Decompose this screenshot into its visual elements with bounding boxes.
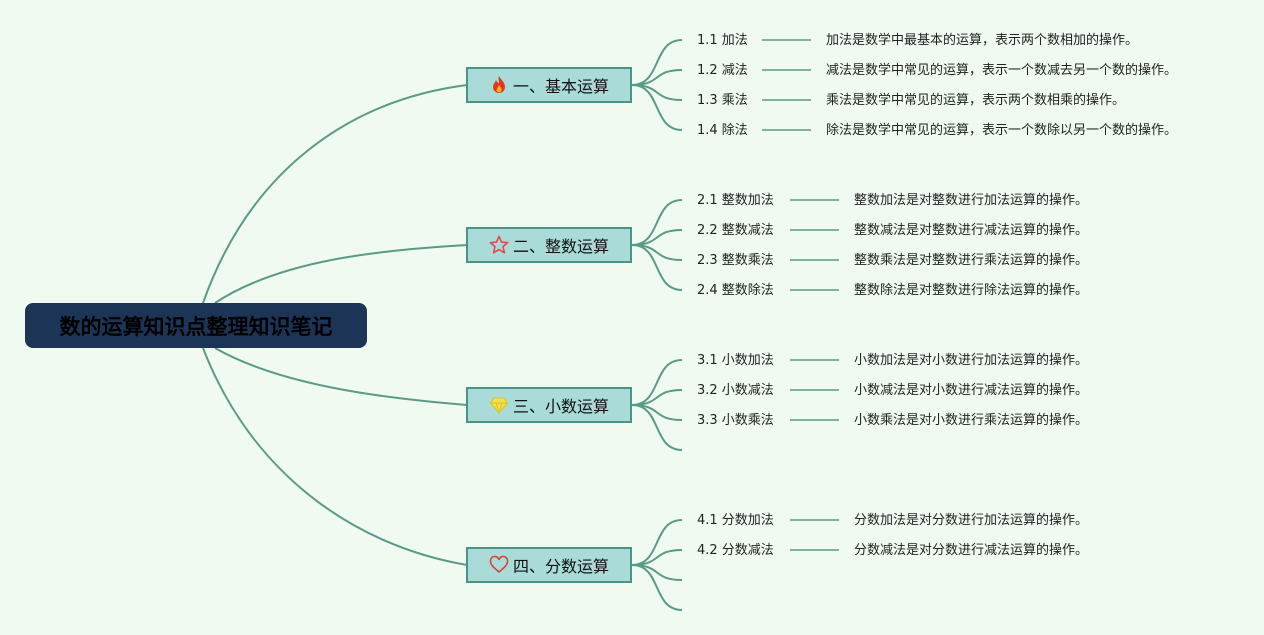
branch-leaf-connector — [631, 229, 683, 246]
leaf-label[interactable]: 4.2 分数减法 — [697, 543, 774, 558]
branch-leaf-connector — [631, 519, 683, 566]
branch-leaf-connector — [631, 244, 683, 261]
leaf-description: 小数乘法是对小数进行乘法运算的操作。 — [854, 413, 1089, 428]
leaf-label[interactable]: 3.3 小数乘法 — [697, 413, 774, 428]
leaf-label[interactable]: 4.1 分数加法 — [697, 513, 774, 528]
root-branch-connector — [202, 347, 468, 566]
root-branch-connector — [214, 244, 468, 304]
leaf-label[interactable]: 2.3 整数乘法 — [697, 253, 774, 268]
branch-node-basic[interactable]: 一、基本运算 — [466, 67, 632, 103]
leaf-description: 整数减法是对整数进行减法运算的操作。 — [854, 223, 1089, 238]
branch-node-decimal[interactable]: 三、小数运算 — [466, 387, 632, 423]
leaf-label[interactable]: 2.2 整数减法 — [697, 223, 774, 238]
branch-leaf-connector — [631, 39, 683, 86]
diamond-icon — [489, 395, 509, 415]
leaf-description: 整数加法是对整数进行加法运算的操作。 — [854, 193, 1089, 208]
branch-leaf-connector — [631, 564, 683, 581]
root-title: 数的运算知识点整理知识笔记 — [59, 314, 333, 339]
root-branch-connector — [214, 347, 468, 406]
branch-leaf-connector — [631, 84, 683, 101]
branch-title: 四、分数运算 — [512, 557, 609, 576]
leaf-label[interactable]: 1.1 加法 — [697, 33, 748, 48]
leaf-label[interactable]: 3.2 小数减法 — [697, 383, 774, 398]
branch-node-fraction[interactable]: 四、分数运算 — [466, 547, 632, 583]
leaf-description: 整数除法是对整数进行除法运算的操作。 — [854, 283, 1089, 298]
leaf-label[interactable]: 1.2 减法 — [697, 63, 748, 78]
branch-leaf-connector — [631, 359, 683, 406]
branch-leaf-connector — [631, 199, 683, 246]
fire-icon — [489, 75, 509, 95]
leaf-description: 加法是数学中最基本的运算，表示两个数相加的操作。 — [826, 33, 1139, 48]
star-icon — [489, 235, 509, 255]
branch-leaf-connector — [631, 404, 683, 421]
branch-leaf-connector — [631, 84, 683, 131]
branch-title: 一、基本运算 — [512, 77, 609, 96]
root-node[interactable]: 数的运算知识点整理知识笔记 — [25, 303, 367, 348]
branch-leaf-connector — [631, 244, 683, 291]
leaf-description: 小数加法是对小数进行加法运算的操作。 — [854, 353, 1089, 368]
leaf-label[interactable]: 2.1 整数加法 — [697, 193, 774, 208]
leaf-description: 减法是数学中常见的运算，表示一个数减去另一个数的操作。 — [826, 63, 1178, 78]
branch-title: 三、小数运算 — [512, 397, 609, 416]
branch-leaf-connector — [631, 404, 683, 451]
leaf-label[interactable]: 1.3 乘法 — [697, 93, 748, 108]
leaf-label[interactable]: 2.4 整数除法 — [697, 283, 774, 298]
leaf-label[interactable]: 1.4 除法 — [697, 123, 748, 138]
branch-leaf-connector — [631, 389, 683, 406]
heart-icon — [489, 555, 509, 575]
branch-node-integer[interactable]: 二、整数运算 — [466, 227, 632, 263]
branch-leaf-connector — [631, 549, 683, 566]
root-branch-connector — [202, 84, 468, 304]
leaf-description: 分数加法是对分数进行加法运算的操作。 — [854, 513, 1089, 528]
leaf-description: 乘法是数学中常见的运算，表示两个数相乘的操作。 — [826, 93, 1126, 108]
branch-title: 二、整数运算 — [512, 237, 609, 256]
leaf-description: 分数减法是对分数进行减法运算的操作。 — [854, 543, 1089, 558]
leaf-description: 除法是数学中常见的运算，表示一个数除以另一个数的操作。 — [826, 123, 1178, 138]
leaf-label[interactable]: 3.1 小数加法 — [697, 353, 774, 368]
leaf-description: 整数乘法是对整数进行乘法运算的操作。 — [854, 253, 1089, 268]
leaf-description: 小数减法是对小数进行减法运算的操作。 — [854, 383, 1089, 398]
branch-leaf-connector — [631, 69, 683, 86]
branch-leaf-connector — [631, 564, 683, 611]
